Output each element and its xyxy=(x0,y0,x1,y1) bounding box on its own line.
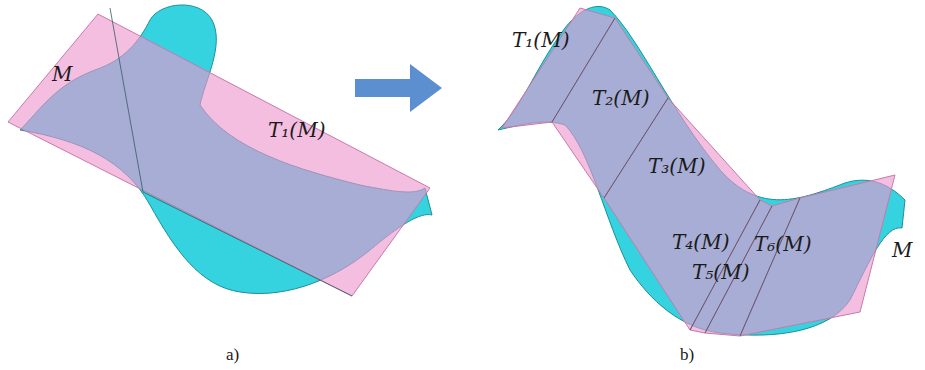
panel-label: a) xyxy=(226,346,239,363)
tangent-space-label: T₄(M) xyxy=(672,232,729,252)
tangent-planes xyxy=(502,8,895,336)
tangent-space-label: T₁(M) xyxy=(512,30,569,50)
tangent-space-label: T₆(M) xyxy=(754,234,811,254)
transform-arrow xyxy=(355,64,442,112)
tangent-space-label: T₁(M) xyxy=(268,120,325,140)
manifold-surface xyxy=(498,6,905,335)
manifold-label: M xyxy=(52,64,72,84)
tangent-space-label: T₂(M) xyxy=(592,88,649,108)
panel-label: b) xyxy=(680,346,694,363)
tangent-space-label: T₅(M) xyxy=(692,262,749,282)
tangent-space-label: T₃(M) xyxy=(648,156,705,176)
tangency-line xyxy=(110,8,143,192)
tangent-plane xyxy=(8,14,430,296)
manifold-label: M xyxy=(892,240,912,260)
plane-seams xyxy=(552,18,800,336)
tangency-line xyxy=(143,192,352,296)
